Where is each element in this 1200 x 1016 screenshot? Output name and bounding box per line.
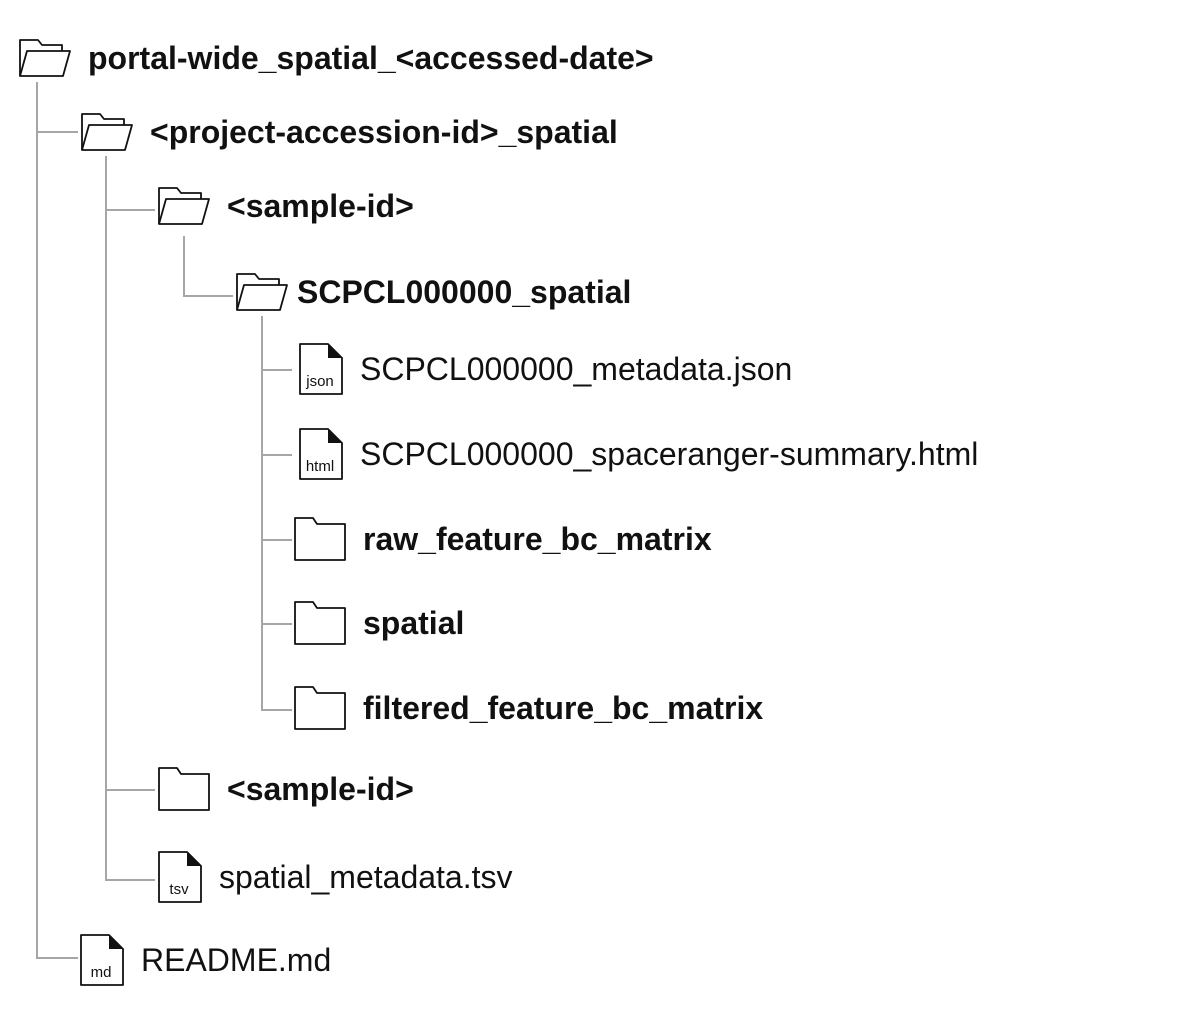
tree-label-sample: <sample-id> bbox=[227, 771, 414, 807]
tree-label-summary-html: SCPCL000000_spaceranger-summary.html bbox=[360, 436, 979, 472]
folder-open-icon bbox=[80, 110, 134, 154]
tree-node-spatial[interactable]: spatial bbox=[293, 600, 464, 646]
tree-label-root: portal-wide_spatial_<accessed-date> bbox=[88, 40, 654, 76]
file-icon: md bbox=[79, 933, 125, 987]
folder-closed-icon bbox=[293, 516, 347, 562]
tree-node-sample[interactable]: <sample-id> bbox=[157, 766, 414, 812]
folder-closed-icon bbox=[157, 766, 211, 812]
file-icon: html bbox=[298, 427, 344, 481]
tree-label-project: <project-accession-id>_spatial bbox=[150, 114, 618, 150]
folder-open-icon bbox=[157, 184, 211, 228]
file-icon: json bbox=[298, 342, 344, 396]
tree-label-spatial: spatial bbox=[363, 605, 465, 641]
tree-node-filtered-matrix[interactable]: filtered_feature_bc_matrix bbox=[293, 685, 763, 731]
tree-node-readme[interactable]: md README.md bbox=[79, 933, 331, 987]
tree-node-root[interactable]: portal-wide_spatial_<accessed-date> bbox=[18, 36, 654, 80]
file-icon: tsv bbox=[157, 850, 203, 904]
tree-label-library: SCPCL000000_spatial bbox=[297, 274, 632, 310]
tree-node-summary-html[interactable]: html SCPCL000000_spaceranger-summary.htm… bbox=[298, 427, 978, 481]
tree-label-readme: README.md bbox=[141, 942, 332, 978]
file-ext-label: json bbox=[305, 373, 334, 390]
folder-open-icon bbox=[235, 270, 289, 314]
tree-label-filtered-matrix: filtered_feature_bc_matrix bbox=[363, 690, 764, 726]
tree-node-raw-matrix[interactable]: raw_feature_bc_matrix bbox=[293, 516, 712, 562]
tree-label-sample: <sample-id> bbox=[227, 188, 414, 224]
tree-node-metadata-json[interactable]: json SCPCL000000_metadata.json bbox=[298, 342, 792, 396]
folder-closed-icon bbox=[293, 685, 347, 731]
tree-node-sample[interactable]: <sample-id> bbox=[157, 184, 414, 228]
file-ext-label: tsv bbox=[169, 881, 189, 898]
folder-closed-icon bbox=[293, 600, 347, 646]
tree-node-library[interactable]: SCPCL000000_spatial bbox=[235, 270, 631, 314]
tree-node-metadata-tsv[interactable]: tsv spatial_metadata.tsv bbox=[157, 850, 513, 904]
tree-label-metadata-json: SCPCL000000_metadata.json bbox=[360, 351, 793, 387]
folder-open-icon bbox=[18, 36, 72, 80]
tree-label-metadata-tsv: spatial_metadata.tsv bbox=[219, 859, 513, 895]
tree-node-project[interactable]: <project-accession-id>_spatial bbox=[80, 110, 618, 154]
file-ext-label: md bbox=[91, 964, 112, 981]
file-ext-label: html bbox=[306, 458, 334, 475]
tree-label-raw-matrix: raw_feature_bc_matrix bbox=[363, 521, 712, 557]
